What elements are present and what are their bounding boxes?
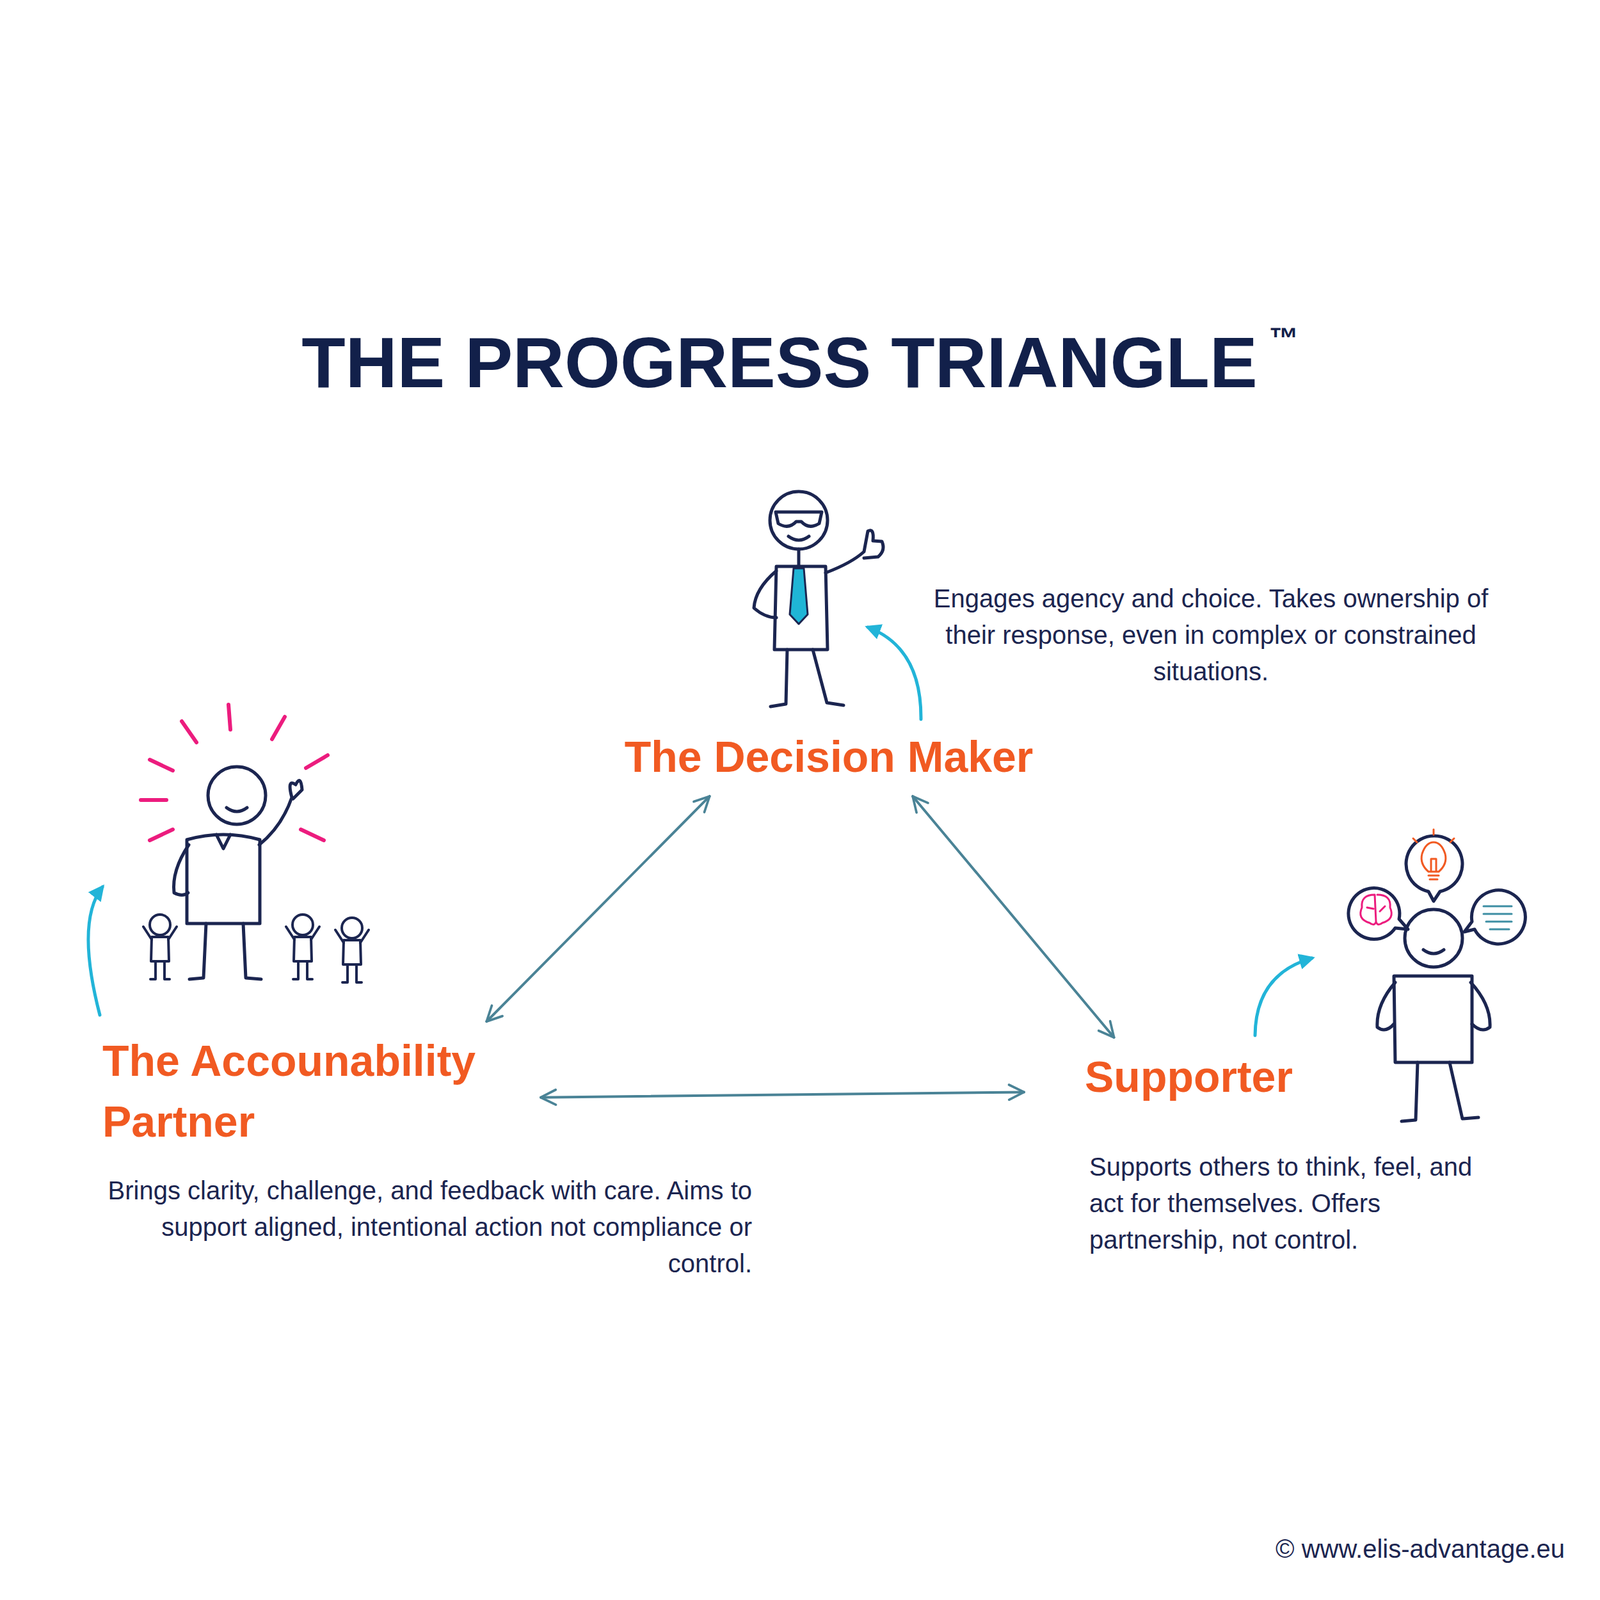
ray <box>228 704 231 730</box>
ray <box>305 755 328 768</box>
role-heading: The Accounability Partner <box>102 1030 544 1152</box>
bulb-bubble <box>1406 835 1463 902</box>
ray <box>149 829 173 841</box>
sunglasses <box>775 512 822 527</box>
arm <box>753 570 777 618</box>
connector-arrow <box>486 796 710 1022</box>
brain-bubble <box>1348 888 1408 940</box>
trademark-mark: ™ <box>1269 320 1299 356</box>
ray <box>181 721 197 743</box>
smile <box>226 807 248 812</box>
smile <box>788 536 809 541</box>
legs <box>1401 1062 1479 1122</box>
kid <box>286 914 320 980</box>
ray <box>149 759 173 771</box>
torso <box>774 549 828 650</box>
cyan-arrow <box>1255 958 1312 1036</box>
cyan-arrow <box>867 627 921 720</box>
arm <box>173 844 189 896</box>
head <box>1404 909 1463 968</box>
ray <box>300 829 324 841</box>
torso <box>186 834 260 924</box>
legs <box>770 649 844 707</box>
title: THE PROGRESS TRIANGLE <box>301 323 1257 402</box>
accountability-partner-figure <box>88 704 369 1016</box>
connector-arrow <box>540 1091 1024 1097</box>
text-lines <box>1483 906 1512 930</box>
kid <box>143 914 177 980</box>
arms <box>1377 982 1490 1030</box>
text-bubble <box>1464 890 1526 944</box>
brain-icon <box>1360 894 1392 925</box>
head <box>208 766 266 825</box>
role-heading: Supporter <box>1084 1046 1328 1108</box>
role-description: Brings clarity, challenge, and feedback … <box>99 1172 752 1282</box>
arm-thumb <box>825 530 884 573</box>
decision-maker-figure <box>753 491 921 720</box>
copyright-note: © www.elis-advantage.eu <box>1275 1534 1565 1564</box>
pink-rays <box>140 704 328 841</box>
role-description: Supports others to think, feel, and act … <box>1089 1148 1512 1259</box>
kid <box>335 917 369 983</box>
role-heading: The Decision Maker <box>608 726 1050 788</box>
arm-raised <box>259 780 303 845</box>
torso <box>1393 976 1472 1063</box>
ray <box>140 798 167 802</box>
smile <box>1423 949 1444 954</box>
bulb-icon <box>1413 829 1455 880</box>
tie <box>789 568 808 624</box>
decision-maker-node: The Decision MakerEngages agency and cho… <box>608 726 1050 788</box>
supporter-figure <box>1255 829 1526 1122</box>
connector-arrow <box>912 796 1115 1038</box>
ray <box>272 716 285 740</box>
supporter-node: SupporterSupports others to think, feel,… <box>1084 1046 1328 1108</box>
accountability-partner-node: The Accounability PartnerBrings clarity,… <box>102 1030 544 1152</box>
legs <box>189 923 262 980</box>
head <box>769 491 828 550</box>
role-description: Engages agency and choice. Takes ownersh… <box>922 580 1499 690</box>
cyan-arrow <box>88 887 103 1016</box>
